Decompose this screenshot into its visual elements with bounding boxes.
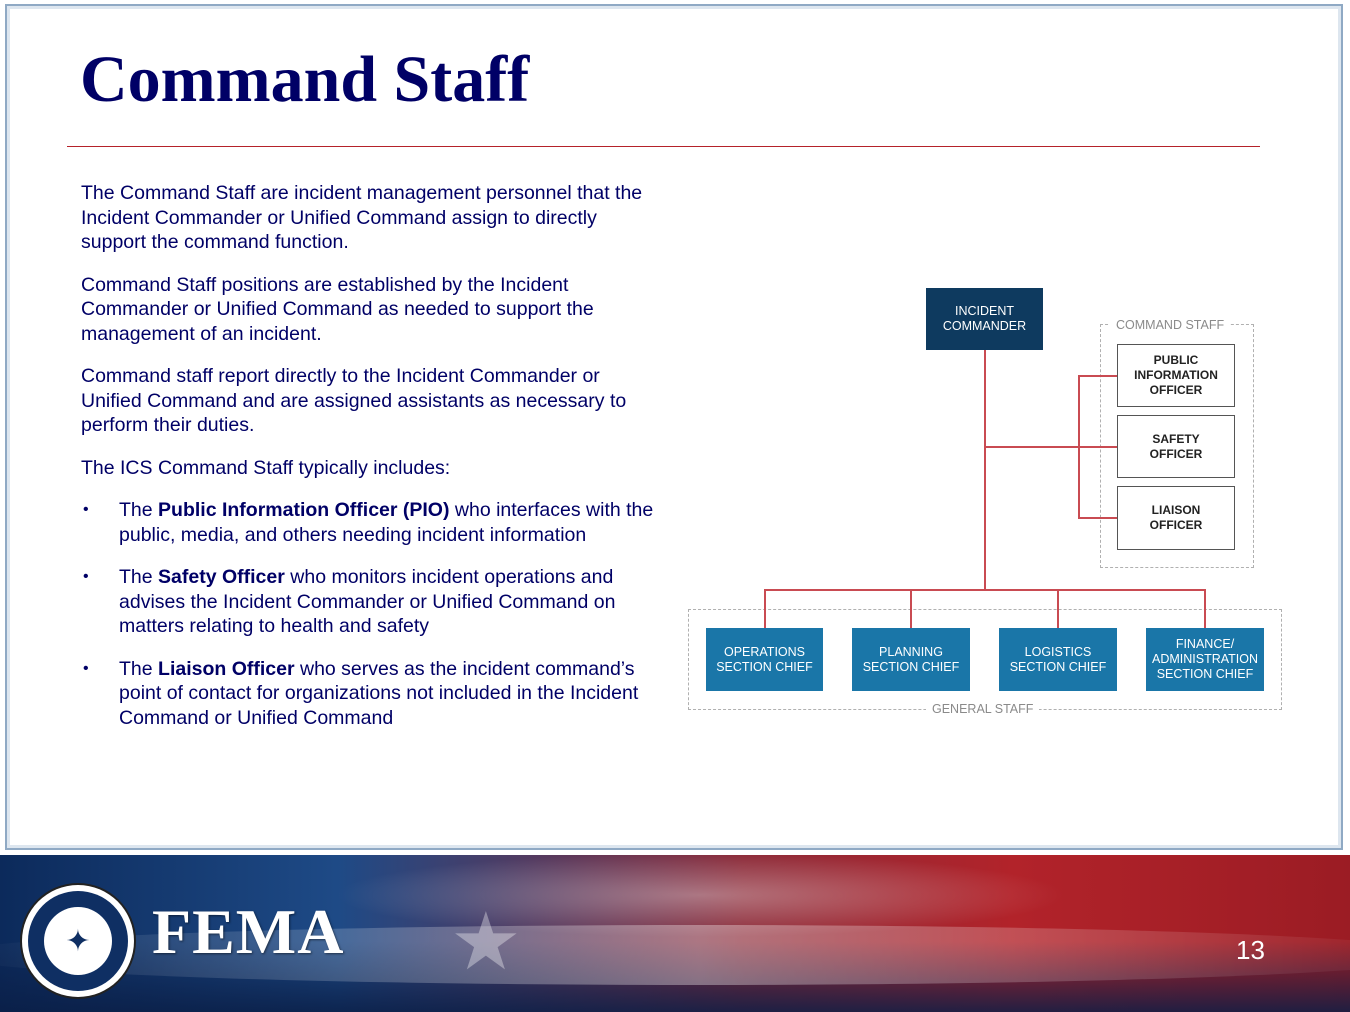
connector-line <box>1078 446 1118 448</box>
bullet-icon: • <box>83 501 89 518</box>
box-label: Planning Section Chief <box>862 644 960 674</box>
connector-line <box>910 589 912 629</box>
operations-box: Operations Section Chief <box>706 628 823 691</box>
eagle-icon: ✦ <box>65 924 91 958</box>
list-item-liaison: • The Liaison Officer who serves as the … <box>81 657 656 731</box>
star-icon: ★ <box>450 897 522 986</box>
box-label: Incident Commander <box>942 304 1027 333</box>
list-item-bold: Liaison Officer <box>158 657 295 680</box>
connector-line <box>984 350 986 590</box>
connector-line <box>764 589 1205 591</box>
list-item-text: The <box>119 566 159 588</box>
paragraph-1: The Command Staff are incident managemen… <box>81 182 643 253</box>
dhs-seal-icon: ✦ <box>22 885 134 997</box>
command-staff-list: • The Public Information Officer (PIO) w… <box>81 498 656 730</box>
incident-commander-box: Incident Commander <box>926 288 1043 350</box>
box-label: Liaison Officer <box>1149 503 1203 532</box>
bullet-icon: • <box>83 568 89 585</box>
pio-box: Public Information Officer <box>1117 344 1235 407</box>
fema-logo-text: FEMA <box>152 896 345 967</box>
logistics-box: Logistics Section Chief <box>999 628 1117 691</box>
connector-line <box>1057 589 1059 629</box>
org-chart: Command Staff General Staff Incident Com… <box>686 286 1284 718</box>
list-item-text: The <box>119 657 159 680</box>
list-item-text: who interfaces with the public, media, a… <box>119 499 654 546</box>
title-divider <box>67 146 1260 147</box>
command-staff-label: Command Staff <box>1110 318 1231 332</box>
slide-body: The Command Staff are incident managemen… <box>81 181 656 748</box>
list-item-safety: • The Safety Officer who monitors incide… <box>81 565 656 639</box>
slide-title: Command Staff <box>80 43 530 116</box>
connector-line <box>1078 517 1118 519</box>
box-label: Finance/ Administration Section Chief <box>1151 637 1259 681</box>
bullet-icon: • <box>83 659 89 677</box>
list-item-text: who monitors incident operations and adv… <box>119 566 616 637</box>
box-label: Logistics Section Chief <box>1009 644 1107 674</box>
list-item-bold: Public Information Officer (PIO) <box>158 499 450 521</box>
paragraph-3: Command staff report directly to the Inc… <box>81 365 627 436</box>
connector-line <box>764 589 766 629</box>
finance-admin-box: Finance/ Administration Section Chief <box>1146 628 1264 691</box>
connector-line <box>1078 375 1118 377</box>
seal-inner <box>44 907 112 975</box>
list-item-bold: Safety Officer <box>158 566 285 588</box>
list-item-pio: • The Public Information Officer (PIO) w… <box>81 498 656 547</box>
safety-officer-box: Safety Officer <box>1117 415 1235 478</box>
list-item-text: The <box>119 499 159 521</box>
box-label: Safety Officer <box>1149 431 1203 461</box>
box-label: Public Information Officer <box>1134 353 1218 397</box>
page-number: 13 <box>1236 935 1265 965</box>
connector-line <box>984 446 1078 448</box>
box-label: Operations Section Chief <box>716 644 813 674</box>
list-item-text: who serves as the incident command’s poi… <box>119 657 639 729</box>
flag-wave <box>0 925 1350 985</box>
planning-box: Planning Section Chief <box>852 628 970 691</box>
liaison-officer-box: Liaison Officer <box>1117 486 1235 550</box>
footer-banner: ★ ✦ FEMA 13 <box>0 855 1350 1012</box>
paragraph-2: Command Staff positions are established … <box>81 273 594 345</box>
general-staff-label: General Staff <box>926 702 1040 716</box>
paragraph-4: The ICS Command Staff typically includes… <box>81 456 451 479</box>
connector-line <box>1204 589 1206 629</box>
